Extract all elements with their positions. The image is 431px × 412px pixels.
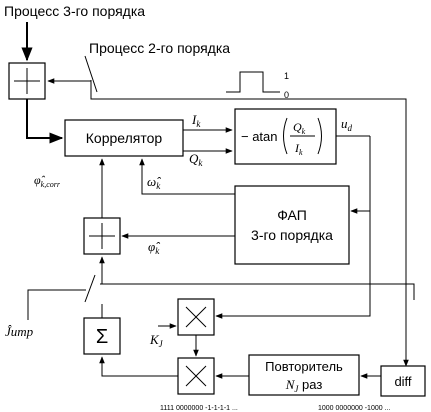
correlator-label: Коррелятор bbox=[86, 130, 163, 146]
repeater-line2: NJ раз bbox=[285, 377, 323, 394]
atan-denominator: Ik bbox=[294, 141, 303, 157]
repeater-block: Повторитель NJ раз bbox=[248, 354, 360, 396]
sequence-left: 1111 0000000 -1-1-1-1 ... bbox=[160, 405, 238, 412]
process2-label: Процесс 2-го порядка bbox=[89, 40, 230, 56]
diff-block: diff bbox=[380, 365, 426, 397]
qk-label: Qk bbox=[189, 151, 203, 168]
pulse-level-high: 1 bbox=[284, 71, 289, 81]
omega-label: ω̂k bbox=[147, 174, 161, 191]
control-to-switch bbox=[100, 283, 415, 300]
adder-to-correlator bbox=[26, 99, 64, 144]
middle-adder bbox=[83, 217, 121, 255]
atan-numerator: Qk bbox=[293, 120, 306, 136]
ud-to-multiplier bbox=[215, 211, 371, 319]
phi-k-label: φ̂k bbox=[148, 239, 160, 256]
ik-label: Ik bbox=[191, 112, 201, 129]
top-adder bbox=[8, 62, 46, 100]
diff-label: diff bbox=[394, 374, 411, 389]
sequence-right: 1000 0000000 -1000 ... bbox=[318, 405, 390, 412]
correlator-block: Коррелятор bbox=[64, 119, 184, 157]
phi-corr-label: φ̂k,corr bbox=[34, 173, 61, 189]
sum-block: Σ bbox=[83, 317, 121, 355]
jump-output bbox=[27, 289, 86, 320]
repeater-line1: Повторитель bbox=[265, 359, 343, 374]
multiplier-bottom bbox=[177, 357, 215, 395]
atan-prefix: − atan bbox=[241, 129, 278, 144]
pll-line2: 3-го порядка bbox=[251, 227, 333, 243]
switch-bottom bbox=[84, 274, 96, 303]
pll-block: ФАП 3-го порядка bbox=[234, 185, 350, 265]
ud-label: ud bbox=[341, 116, 353, 133]
control-to-diff bbox=[90, 80, 409, 367]
ud-to-pll bbox=[350, 136, 371, 214]
mult-to-sum bbox=[99, 356, 178, 377]
sum-symbol: Σ bbox=[96, 326, 108, 348]
process3-label: Процесс 3-го порядка bbox=[4, 3, 145, 19]
multiplier-top bbox=[177, 298, 215, 336]
pulse-level-low: 0 bbox=[284, 90, 289, 100]
kj-label: KJ bbox=[149, 332, 164, 349]
switch-top bbox=[84, 55, 98, 93]
omega-to-correlator bbox=[139, 158, 235, 195]
jump-label: Ĵump bbox=[5, 324, 34, 339]
pulse-symbol: 1 0 bbox=[226, 71, 289, 100]
atan-block: − atan Qk Ik bbox=[234, 108, 337, 165]
pll-line1: ФАП bbox=[277, 207, 307, 223]
